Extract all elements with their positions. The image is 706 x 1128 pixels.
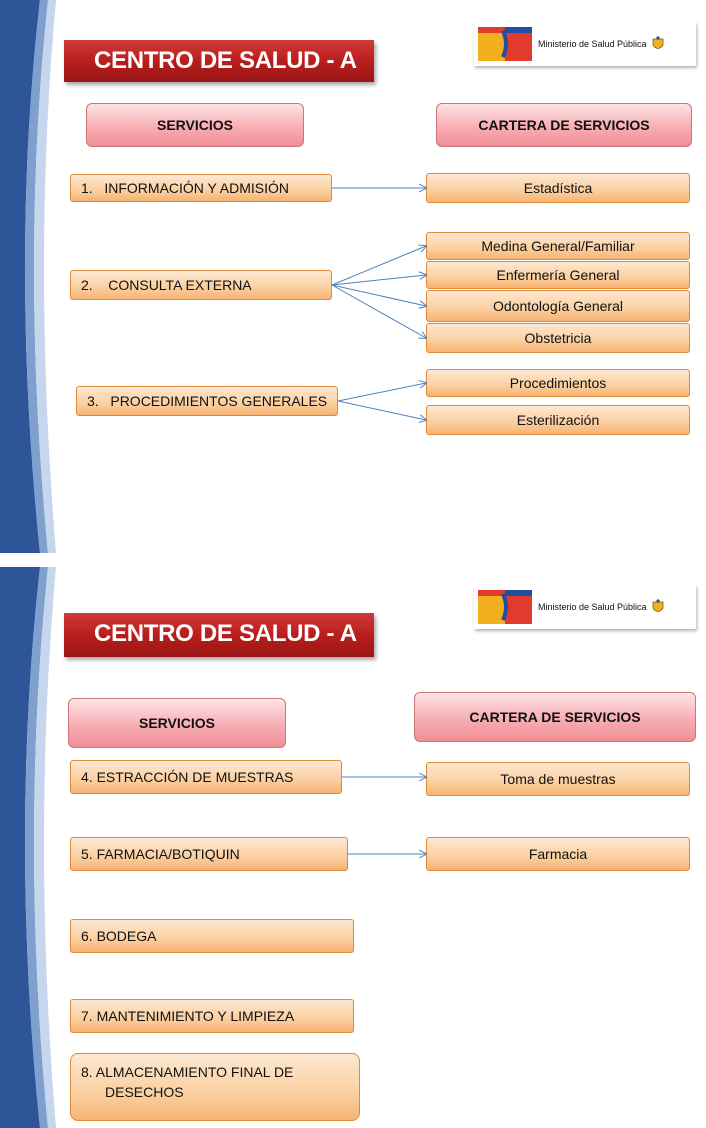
service-box: 4. ESTRACCIÓN DE MUESTRAS [70,760,342,794]
service-label: INFORMACIÓN Y ADMISIÓN [104,180,289,196]
page-title: CENTRO DE SALUD - A [64,40,374,82]
portfolio-box: Obstetricia [426,323,690,353]
service-box: 7. MANTENIMIENTO Y LIMPIEZA [70,999,354,1033]
portfolio-box: Medina General/Familiar [426,232,690,260]
arrow [331,275,426,286]
service-box: 1. INFORMACIÓN Y ADMISIÓN [70,174,332,202]
service-number: 1. [81,180,93,196]
arrow [337,400,426,420]
ministry-logo: Ministerio de Salud Pública [474,22,696,66]
arrow [337,383,426,402]
portfolio-box: Estadística [426,173,690,203]
portfolio-box: Enfermería General [426,261,690,289]
decorative-side-stripes [0,0,56,553]
service-box: 6. BODEGA [70,919,354,953]
portfolio-box: Procedimientos [426,369,690,397]
service-number: 3. [87,393,99,409]
portfolio-box: Odontología General [426,290,690,322]
service-label: CONSULTA EXTERNA [108,277,252,293]
service-box: 5. FARMACIA/BOTIQUIN [70,837,348,871]
service-box: 8. ALMACENAMIENTO FINAL DE DESECHOS [70,1053,360,1121]
services-header: SERVICIOS [86,103,304,147]
ministry-name: Ministerio de Salud Pública [538,602,647,612]
portfolio-box: Farmacia [426,837,690,871]
connector-arrows [331,0,706,553]
coat-of-arms-icon [652,599,663,612]
portfolio-header: CARTERA DE SERVICIOS [414,692,696,742]
portfolio-header: CARTERA DE SERVICIOS [436,103,692,147]
service-number: 2. [81,277,93,293]
service-label: DESECHOS [105,1084,184,1100]
slide-divider [0,553,706,567]
service-label: 8. ALMACENAMIENTO FINAL DE [81,1064,294,1080]
services-header: SERVICIOS [68,698,286,748]
arrow [331,246,426,286]
coat-of-arms-icon [652,36,663,49]
ministry-logo: Ministerio de Salud Pública [474,585,696,629]
service-box: 3. PROCEDIMIENTOS GENERALES [76,386,338,416]
slide-2: CENTRO DE SALUD - A Ministerio de Salud … [0,567,706,1128]
ministry-name: Ministerio de Salud Pública [538,39,647,49]
decorative-side-stripes [0,567,56,1128]
connector-arrows [342,567,706,1128]
msp-logo-icon [478,27,532,61]
slide-1: CENTRO DE SALUD - A Ministerio de Salud … [0,0,706,553]
page-title: CENTRO DE SALUD - A [64,613,374,657]
service-label: PROCEDIMIENTOS GENERALES [110,393,328,409]
service-box: 2. CONSULTA EXTERNA [70,270,332,300]
msp-logo-icon [478,590,532,624]
portfolio-box: Toma de muestras [426,762,690,796]
arrow [331,284,426,338]
arrow [331,284,426,306]
